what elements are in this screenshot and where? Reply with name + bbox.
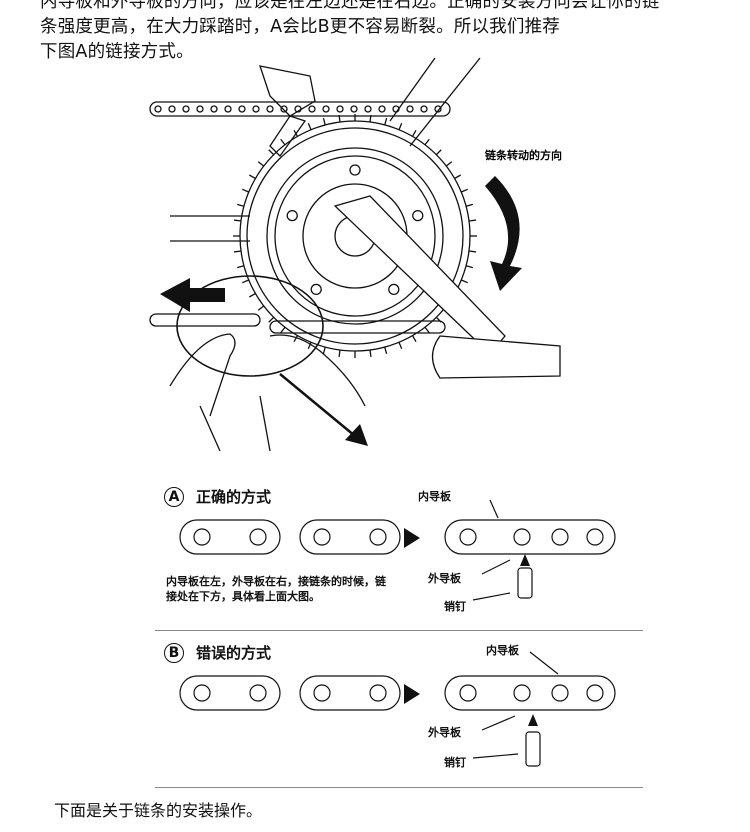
- right-hand: [269, 334, 366, 407]
- section-a-note: 内导板在左，外导板在右，接链条的时候，链接处在下方，具体看上面大图。: [166, 575, 386, 603]
- outer-plate-label-b: 外导板: [428, 726, 461, 739]
- outer-plate-label-a: 外导板: [428, 572, 461, 585]
- chain-segment-right-b: [299, 675, 401, 711]
- pin-icon: [517, 567, 533, 599]
- section-b-title: B 错误的方式: [164, 642, 271, 663]
- intro-line-2: 条强度更高，在大力踩踏时，A会比B更不容易断裂。所以我们推荐: [40, 17, 560, 37]
- section-a-letter: A: [164, 486, 184, 507]
- pedal: [431, 335, 561, 379]
- inner-plate-label-a: 内导板: [418, 490, 451, 503]
- rotation-direction-label: 链条转动的方向: [485, 148, 562, 162]
- section-a-title: A 正确的方式: [164, 486, 271, 507]
- section-b-heading: 错误的方式: [196, 644, 272, 662]
- front-derailleur: [259, 65, 316, 117]
- intro-line-1: 内导板和外导板的方向，应该是在左边还是在右边。正确的安装方向会让你的链: [40, 0, 660, 12]
- arrow-right-icon-b: [404, 684, 420, 704]
- footer-text: 下面是关于链条的安装操作。: [54, 801, 263, 820]
- chain-segment-left-b: [179, 675, 281, 711]
- left-hand: [169, 333, 236, 417]
- chain-diagram-a: [179, 499, 616, 601]
- upper-chain: [149, 101, 451, 117]
- seat-tube: [389, 57, 436, 122]
- rotation-arrow-icon: [485, 176, 522, 291]
- pin-label-a: 销钉: [444, 600, 466, 613]
- crankset-illustration: 链条转动的方向: [149, 57, 562, 451]
- chain-joined: [444, 519, 616, 555]
- pin-icon-b: [525, 731, 541, 767]
- pull-left-arrow-icon: [160, 278, 225, 312]
- section-divider: [155, 630, 643, 631]
- highlight-ellipse: [176, 275, 324, 377]
- chain-joined-b: [444, 675, 616, 711]
- frame-tube: [409, 57, 481, 147]
- section-divider-bottom: [155, 787, 643, 788]
- pin-label-b: 销钉: [444, 756, 466, 769]
- arrow-right-icon: [404, 528, 420, 548]
- chain-diagram-b: [179, 651, 616, 767]
- section-correct: A 正确的方式 内导板在左，外导板在右，接链条的时候，链接处在下方，: [150, 478, 640, 628]
- chain-segment-right: [299, 519, 401, 555]
- inner-plate-label-b: 内导板: [486, 644, 519, 657]
- lower-chain: [149, 313, 446, 334]
- intro-paragraph: 内导板和外导板的方向，应该是在左边还是在右边。正确的安装方向会让你的链 条强度更…: [40, 0, 730, 65]
- derailleur-cage: [269, 115, 307, 158]
- pointer-arrow-icon: [345, 424, 368, 446]
- crank-arm: [333, 195, 506, 355]
- section-a-heading: 正确的方式: [196, 488, 272, 506]
- small-chainring: [266, 147, 444, 325]
- section-b-letter: B: [164, 642, 184, 663]
- intro-line-3: 下图A的链接方式。: [40, 42, 194, 62]
- chain-segment-left: [179, 519, 281, 555]
- section-wrong: B 错误的方式 内导板 外导板 销钉: [150, 634, 640, 786]
